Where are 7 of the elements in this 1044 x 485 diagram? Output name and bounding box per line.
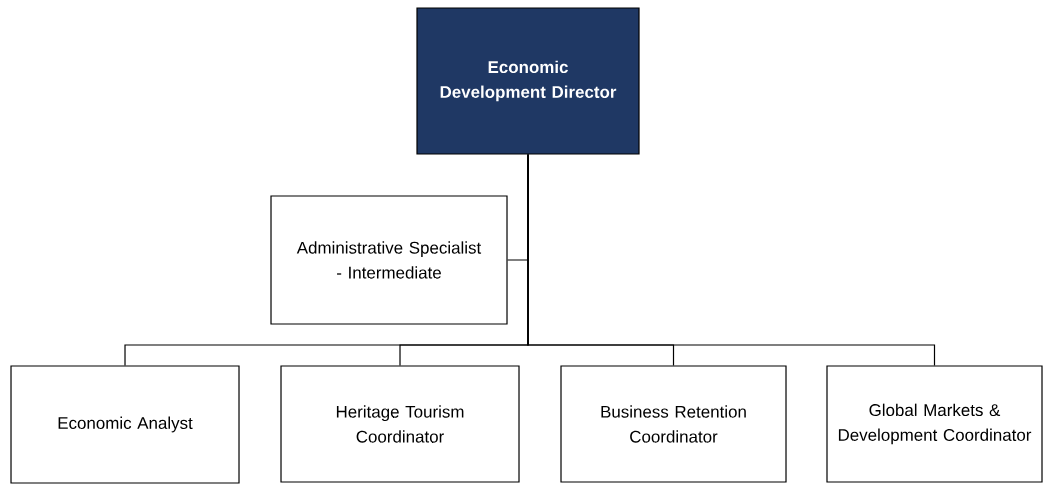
position-box: Heritage Tourism Coordinator bbox=[280, 365, 520, 483]
position-box: Administrative Specialist - Intermediate bbox=[270, 195, 508, 325]
position-box: Business Retention Coordinator bbox=[560, 365, 787, 483]
position-box: Global Markets & Development Coordinator bbox=[826, 365, 1043, 483]
director-box: Economic Development Director bbox=[416, 7, 640, 155]
position-box: Economic Analyst bbox=[10, 365, 240, 484]
connector-line bbox=[527, 154, 936, 366]
